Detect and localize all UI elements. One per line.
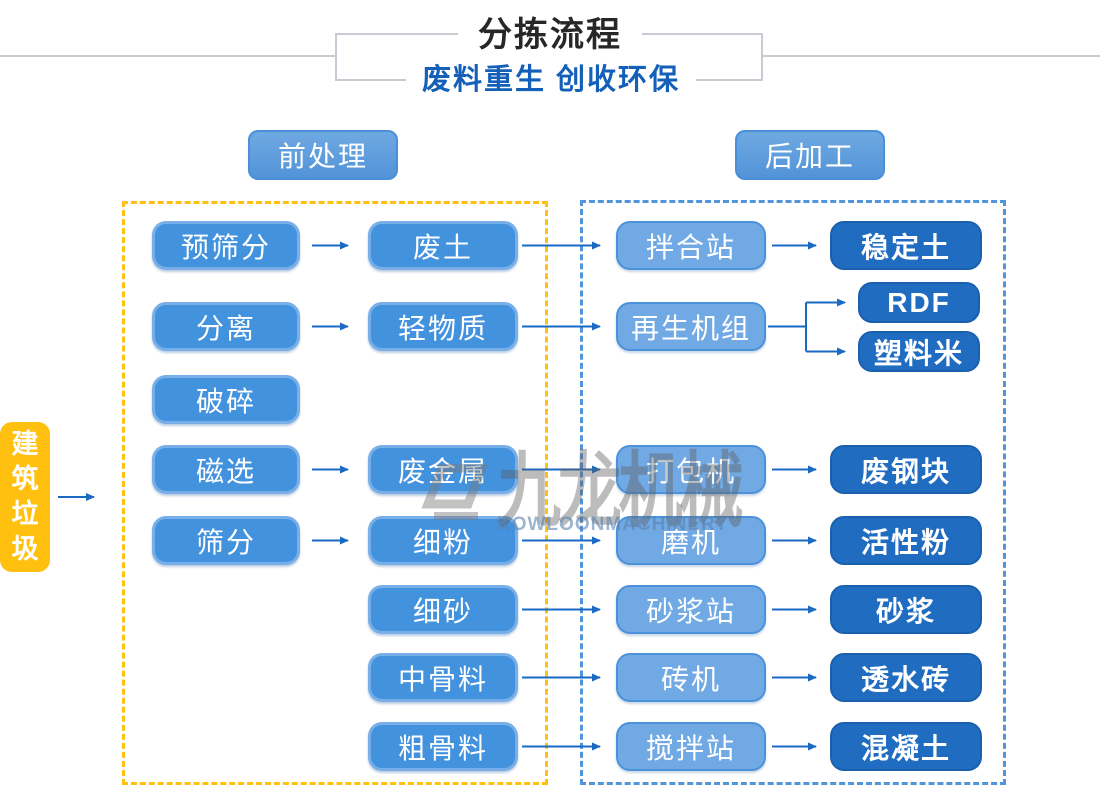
flow-node: 废土 [368, 221, 518, 270]
flow-node: 塑料米 [858, 331, 980, 372]
flow-node: 砂浆 [830, 585, 982, 634]
flow-node: 废钢块 [830, 445, 982, 494]
flow-node: 拌合站 [616, 221, 766, 270]
flow-node: 轻物质 [368, 302, 518, 351]
section-label-postprocessing: 后加工 [735, 130, 885, 180]
flow-node: 搅拌站 [616, 722, 766, 771]
flow-node: 筛分 [152, 516, 300, 565]
flow-node: 细粉 [368, 516, 518, 565]
flow-node: 透水砖 [830, 653, 982, 702]
flow-node: RDF [858, 282, 980, 323]
flow-node: 废金属 [368, 445, 518, 494]
page-title: 分拣流程 [458, 14, 642, 56]
section-label-preprocessing: 前处理 [248, 130, 398, 180]
flow-node: 混凝土 [830, 722, 982, 771]
source-node-label: 建筑垃圾 [11, 429, 39, 564]
flow-node: 磁选 [152, 445, 300, 494]
flow-node: 细砂 [368, 585, 518, 634]
page-subtitle: 废料重生 创收环保 [405, 62, 697, 98]
flow-node: 砖机 [616, 653, 766, 702]
flow-node: 磨机 [616, 516, 766, 565]
flow-node: 活性粉 [830, 516, 982, 565]
flow-node: 粗骨料 [368, 722, 518, 771]
flow-node: 砂浆站 [616, 585, 766, 634]
flow-node: 再生机组 [616, 302, 766, 351]
flow-node: 分离 [152, 302, 300, 351]
flow-node: 预筛分 [152, 221, 300, 270]
flow-node: 破碎 [152, 375, 300, 424]
postprocessing-dashed-container [580, 200, 1006, 785]
preprocessing-dashed-container [122, 201, 548, 785]
flow-node: 中骨料 [368, 653, 518, 702]
source-node-construction-waste: 建筑垃圾 [0, 422, 50, 572]
flow-node: 打包机 [616, 445, 766, 494]
flow-node: 稳定土 [830, 221, 982, 270]
